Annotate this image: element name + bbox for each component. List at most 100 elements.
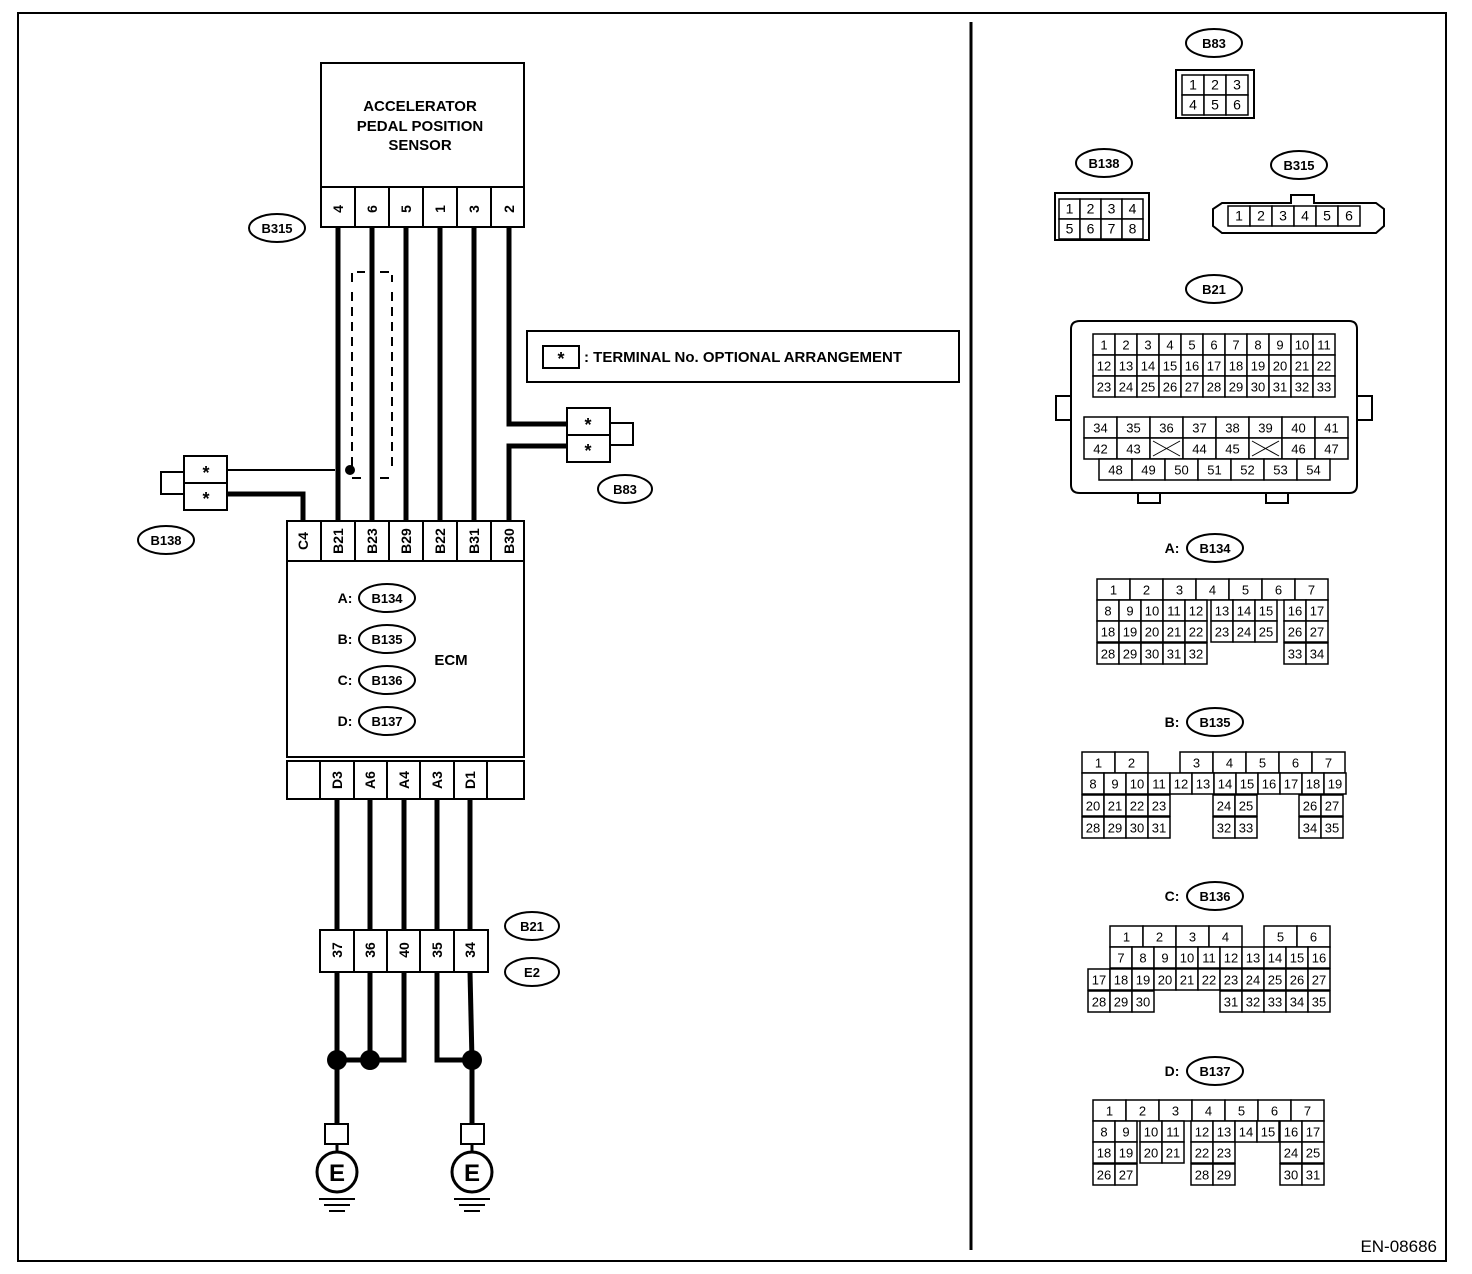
pin-number: 6 (1310, 929, 1317, 944)
pin-number: 45 (1225, 441, 1239, 456)
pin-number: 4 (1189, 97, 1197, 113)
pin-number: 37 (1192, 420, 1206, 435)
pin-number: 4 (1166, 337, 1173, 352)
pin-number: 30 (1130, 820, 1144, 835)
ground-splice-1 (327, 1050, 347, 1070)
pin-number: 2 (1257, 208, 1265, 224)
pin-number: 17 (1092, 972, 1106, 987)
pin-number: 8 (1104, 603, 1111, 618)
b138-pin-1: * (202, 463, 209, 483)
connector-prefix: C: (1165, 888, 1180, 904)
ecm-top-pin: B21 (330, 528, 346, 554)
pin-number: 5 (1323, 208, 1331, 224)
pin-number: 28 (1086, 820, 1100, 835)
pin-number: 5 (1259, 755, 1266, 770)
pin-number: 28 (1101, 646, 1115, 661)
connector-tag-b138: B138 (137, 525, 195, 555)
pin-number: 6 (1275, 582, 1282, 597)
pin-number: 7 (1108, 221, 1116, 237)
pin-number: 33 (1317, 379, 1331, 394)
pin-number: 35 (1312, 994, 1326, 1009)
pin-number: 13 (1196, 776, 1210, 791)
pin-number: 11 (1166, 1124, 1180, 1139)
sensor-title-line-2: PEDAL POSITION (357, 118, 483, 135)
pin-number: 11 (1167, 603, 1181, 618)
pin-number: 17 (1207, 358, 1221, 373)
b83-pin-2: * (584, 441, 591, 461)
pin-number: 53 (1273, 462, 1287, 477)
pin-number: 30 (1284, 1167, 1298, 1182)
pin-number: 1 (1235, 208, 1243, 224)
pin-number: 17 (1284, 776, 1298, 791)
ecm-bottom-pin-strip (286, 760, 525, 800)
pin-number: 12 (1189, 603, 1203, 618)
shield-dashed-loop (351, 271, 393, 479)
pin-number: 50 (1174, 462, 1188, 477)
legend-text: : TERMINAL No. OPTIONAL ARRANGEMENT (584, 349, 902, 366)
pin-number: 5 (1277, 929, 1284, 944)
pin-number: 23 (1215, 624, 1229, 639)
pin-number: 23 (1224, 972, 1238, 987)
pin-number: 31 (1273, 379, 1287, 394)
pin-number: 13 (1246, 950, 1260, 965)
pin-number: 10 (1295, 337, 1309, 352)
pin-number: 19 (1119, 1145, 1133, 1160)
pin-number: 2 (1156, 929, 1163, 944)
pin-number: 3 (1193, 755, 1200, 770)
pin-number: 24 (1119, 379, 1133, 394)
terminal-legend: * : TERMINAL No. OPTIONAL ARRANGEMENT (526, 330, 960, 383)
svg-text:B138: B138 (150, 533, 181, 548)
pin-number: 11 (1317, 337, 1331, 352)
connector-tag-label: B135 (1199, 715, 1230, 730)
pin-number: 35 (1325, 820, 1339, 835)
pin-number: 14 (1218, 776, 1232, 791)
pin-number: 18 (1229, 358, 1243, 373)
connector-prefix: B: (1165, 714, 1180, 730)
pin-number: 23 (1152, 798, 1166, 813)
pin-number: 1 (1123, 929, 1130, 944)
pin-number: 20 (1158, 972, 1172, 987)
ground-label-right: E (464, 1160, 480, 1187)
svg-text:E2: E2 (524, 965, 540, 980)
pin-number: 10 (1130, 776, 1144, 791)
connector-tag: B315 (1270, 150, 1328, 180)
ecm-bottom-pin: A3 (429, 771, 445, 789)
pin-number: 31 (1167, 646, 1181, 661)
connector-tag: B138 (1075, 148, 1133, 178)
pin-number: 2 (1128, 755, 1135, 770)
connector-tag-b21: B21 (504, 911, 560, 941)
sensor-to-ecm-wires (227, 227, 567, 521)
pin-number: 20 (1145, 624, 1159, 639)
pin-number: 47 (1324, 441, 1338, 456)
pin-number: 4 (1226, 755, 1233, 770)
pin-number: 2 (1211, 77, 1219, 93)
ecm-connector-tag: B:B135 (338, 624, 416, 654)
joint-pin: 37 (329, 942, 345, 958)
connector-tag-label: B83 (1202, 36, 1226, 51)
pin-number: 31 (1306, 1167, 1320, 1182)
pin-number: 23 (1217, 1145, 1231, 1160)
pin-number: 46 (1291, 441, 1305, 456)
connector-prefix: A: (1165, 540, 1180, 556)
pin-number: 27 (1312, 972, 1326, 987)
pin-number: 20 (1144, 1145, 1158, 1160)
pin-number: 3 (1172, 1103, 1179, 1118)
pin-number: 1 (1095, 755, 1102, 770)
pin-number: 6 (1345, 208, 1353, 224)
ecm-connector-id: B134 (371, 591, 403, 606)
connector-tag: A:B134 (1165, 533, 1244, 563)
pin-number: 14 (1141, 358, 1155, 373)
pin-number: 21 (1108, 798, 1122, 813)
pin-number: 25 (1268, 972, 1282, 987)
